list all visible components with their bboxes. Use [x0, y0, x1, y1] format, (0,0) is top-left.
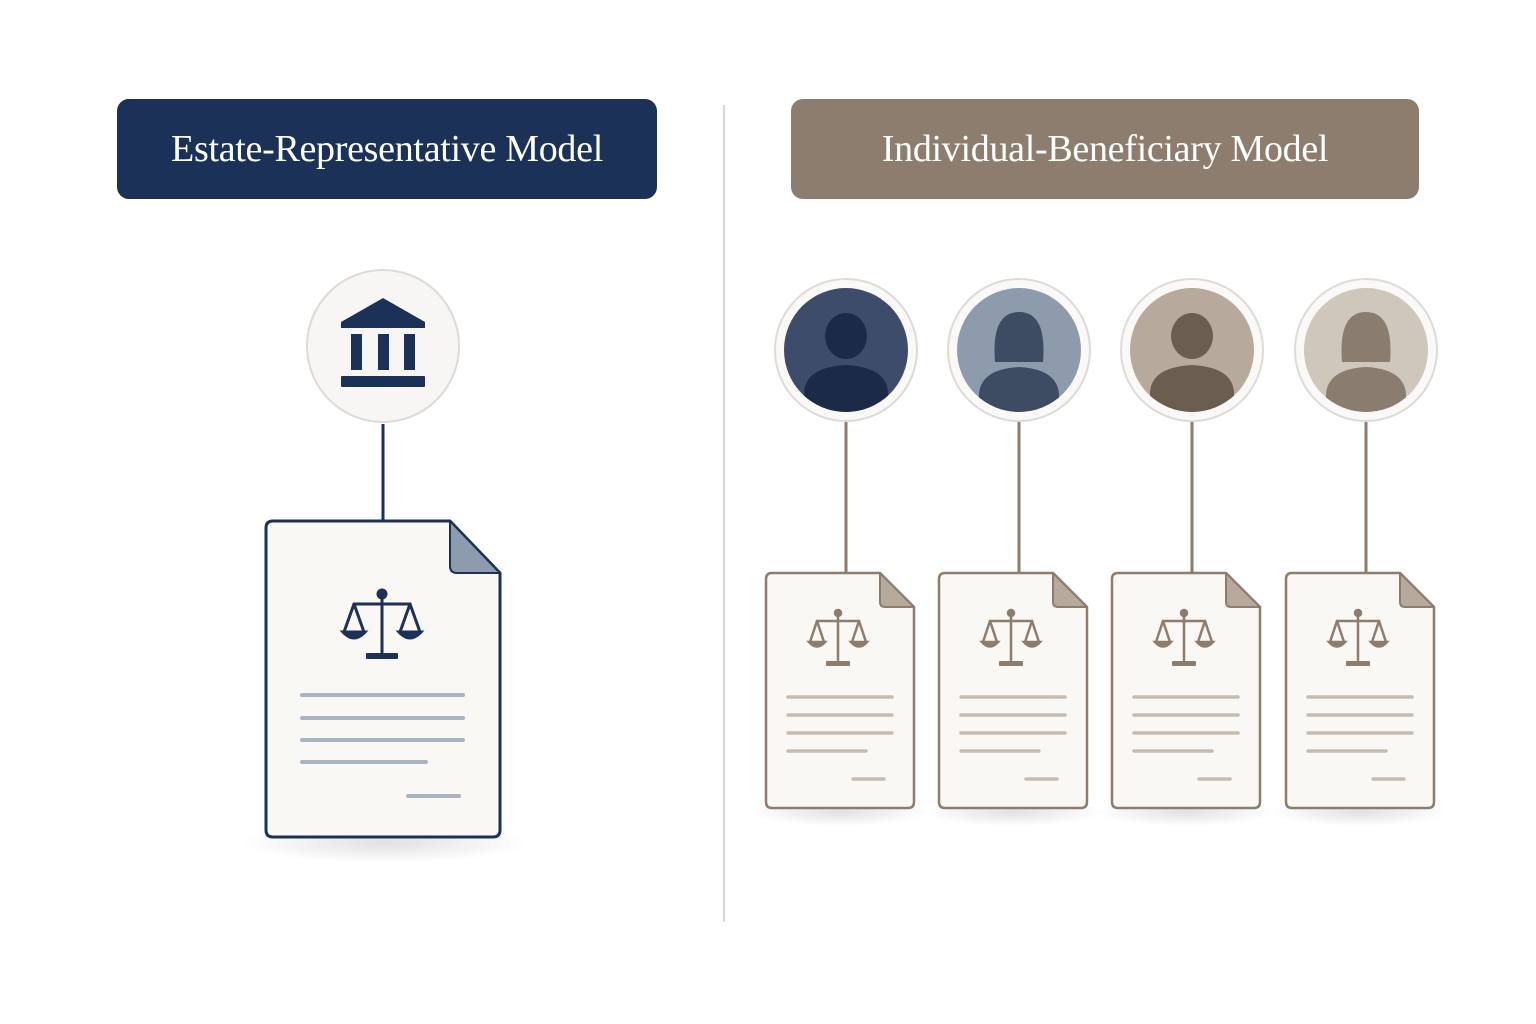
scales-base: [826, 661, 850, 666]
scales-pan: [1152, 640, 1174, 648]
avatar-body: [979, 367, 1059, 412]
scales-string: [1377, 619, 1388, 644]
document-fold: [879, 572, 915, 608]
beneficiary-model-title: Individual-Beneficiary Model: [791, 99, 1419, 199]
woman-avatar-icon: [979, 312, 1059, 412]
avatar-hair: [1341, 312, 1391, 362]
bank-building-icon: [341, 298, 425, 387]
scales-string: [1328, 619, 1339, 644]
beneficiary-column: [1270, 278, 1450, 826]
beneficiary-document: [764, 571, 916, 810]
scales-string: [1030, 619, 1041, 644]
avatar-body: [804, 365, 888, 412]
scales-string: [1335, 619, 1346, 644]
scales-string: [1023, 619, 1034, 644]
scales-of-justice-icon: [1152, 608, 1216, 666]
scales-string: [1154, 619, 1165, 644]
scales-base: [999, 661, 1023, 666]
scales-of-justice-icon: [806, 608, 870, 666]
beneficiary-document: [937, 571, 1089, 810]
document-text-lines: [1306, 695, 1414, 781]
scales-string: [1161, 619, 1172, 644]
estate-model-title: Estate-Representative Model: [117, 99, 657, 199]
man-avatar-icon: [1150, 313, 1234, 412]
scales-pan: [1194, 640, 1216, 648]
scales-finial: [1353, 608, 1363, 618]
woman-avatar-icon: [1326, 312, 1406, 412]
scales-finial: [1006, 608, 1016, 618]
beneficiary-model-title-text: Individual-Beneficiary Model: [881, 128, 1329, 170]
document-fold: [1399, 572, 1435, 608]
document-text-lines: [1132, 695, 1240, 781]
scales-pan: [1326, 640, 1348, 648]
scales-string: [808, 619, 819, 644]
avatar-head: [1171, 313, 1213, 359]
document-fold: [1225, 572, 1261, 608]
beneficiary-document: [1110, 571, 1262, 810]
scales-pan: [979, 640, 1001, 648]
scales-string: [850, 619, 861, 644]
document-text-lines: [959, 695, 1067, 781]
scales-base: [1346, 661, 1370, 666]
scales-pan: [806, 640, 828, 648]
document-sheet: [1110, 571, 1262, 810]
document-fold: [1052, 572, 1088, 608]
scales-finial: [1179, 608, 1189, 618]
scales-pan: [1368, 640, 1390, 648]
estate-model-title-text: Estate-Representative Model: [171, 128, 603, 170]
scales-string: [1203, 619, 1214, 644]
scales-string: [1370, 619, 1381, 644]
scales-string: [1196, 619, 1207, 644]
beneficiary-document: [1284, 571, 1436, 810]
scales-finial: [833, 608, 843, 618]
avatar-hair: [994, 312, 1044, 362]
scales-base: [1172, 661, 1196, 666]
scales-string: [857, 619, 868, 644]
scales-pan: [848, 640, 870, 648]
document-sheet: [937, 571, 1089, 810]
scales-string: [981, 619, 992, 644]
beneficiary-column: [1096, 278, 1276, 826]
scales-of-justice-icon: [339, 588, 425, 659]
man-avatar-icon: [804, 313, 888, 412]
avatar-body: [1150, 365, 1234, 412]
beneficiary-column: [750, 278, 930, 826]
scales-string: [988, 619, 999, 644]
scales-of-justice-icon: [979, 608, 1043, 666]
scales-string: [815, 619, 826, 644]
avatar-head: [825, 313, 867, 359]
document-sheet: [764, 571, 916, 810]
document-sheet: [1284, 571, 1436, 810]
estate-model-group: [240, 269, 530, 863]
estate-document-text-lines: [300, 693, 465, 798]
beneficiary-column: [923, 278, 1103, 826]
beneficiary-model-group: [750, 278, 1450, 826]
document-text-lines: [786, 695, 894, 781]
scales-of-justice-icon: [1326, 608, 1390, 666]
scales-pan: [1021, 640, 1043, 648]
estate-document: [264, 519, 502, 839]
avatar-body: [1326, 367, 1406, 412]
